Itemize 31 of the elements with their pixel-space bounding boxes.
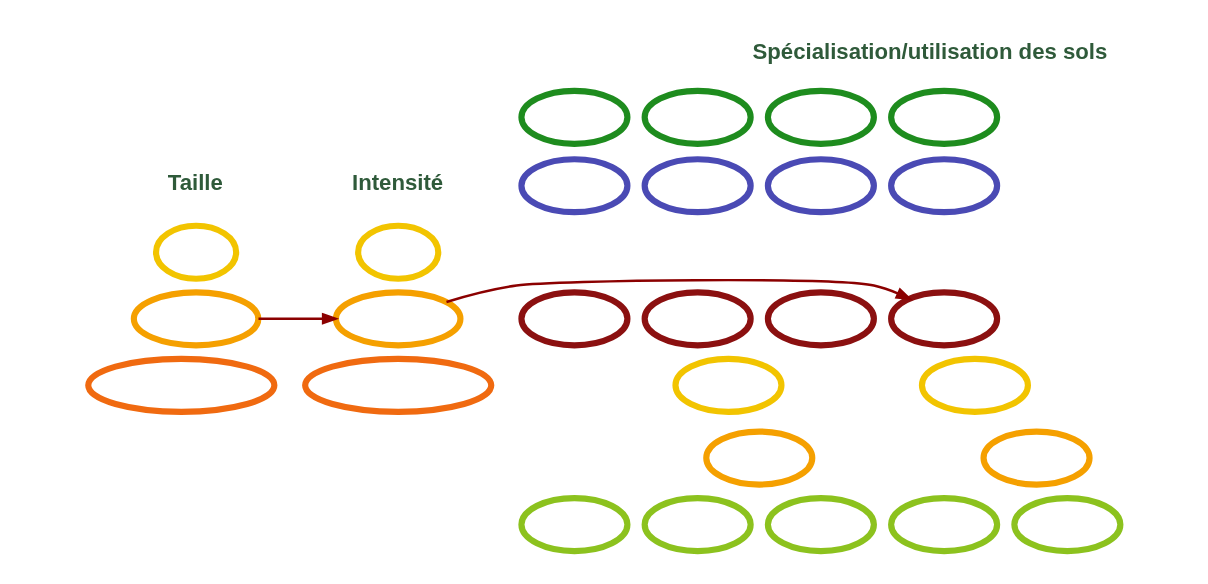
node-ellipse — [332, 289, 464, 349]
label: Spécialisation/utilisation des sols — [752, 39, 1108, 65]
node-ellipse — [641, 156, 754, 216]
node-ellipse — [888, 495, 1001, 555]
node-ellipse — [130, 289, 262, 349]
node-ellipse — [302, 355, 495, 415]
node-ellipse — [85, 355, 278, 415]
node-ellipse — [672, 355, 785, 415]
label: Taille — [167, 169, 223, 195]
label: Intensité — [351, 169, 444, 195]
node-ellipse — [703, 428, 816, 488]
node-ellipse — [764, 87, 877, 147]
node-ellipse — [764, 289, 877, 349]
node-ellipse — [918, 355, 1031, 415]
node-ellipse — [980, 428, 1093, 488]
node-ellipse — [518, 495, 631, 555]
node-ellipse — [641, 495, 754, 555]
node-ellipse — [152, 222, 240, 282]
node-ellipse — [1011, 495, 1124, 555]
node-ellipse — [764, 495, 877, 555]
arrow — [258, 312, 340, 325]
node-ellipse — [518, 87, 631, 147]
node-ellipse — [355, 222, 442, 282]
node-ellipse — [764, 156, 877, 216]
node-ellipse — [518, 289, 631, 349]
node-ellipse — [641, 289, 754, 349]
node-ellipse — [641, 87, 754, 147]
node-ellipse — [888, 156, 1001, 216]
arrow — [446, 278, 913, 304]
node-ellipse — [518, 156, 631, 216]
node-ellipse — [888, 87, 1001, 147]
